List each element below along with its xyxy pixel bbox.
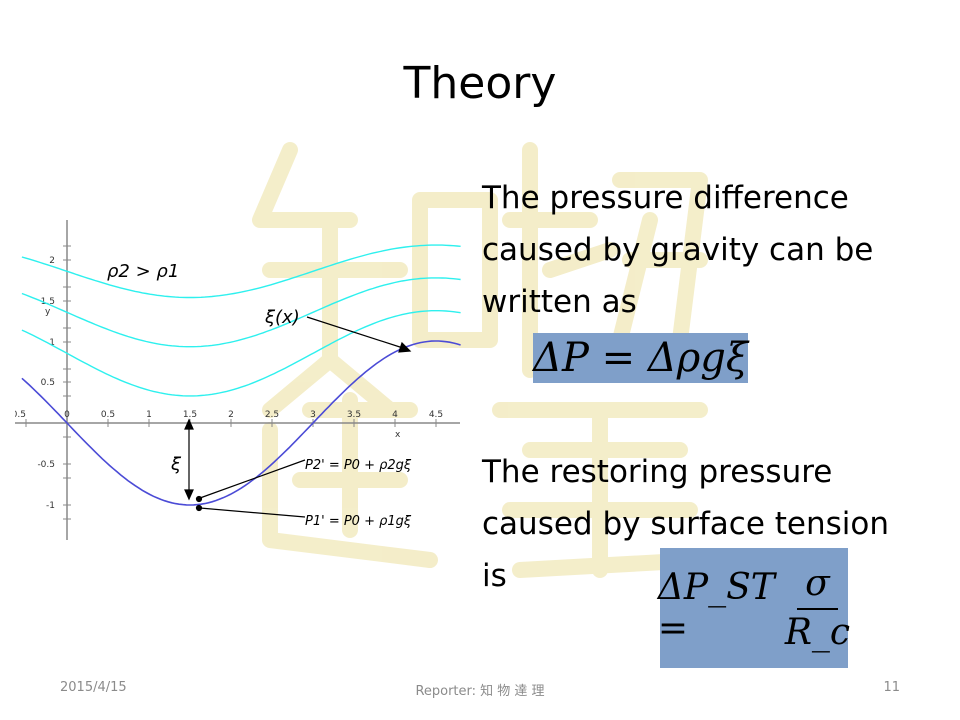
y-tick-label: -1: [46, 501, 55, 511]
density-relation: ρ2 > ρ1: [107, 261, 179, 282]
y-axis-label: y: [45, 307, 51, 317]
y-tick-label: 2: [49, 256, 55, 266]
arrow-head-interface: [398, 341, 412, 353]
x-axis-label: x: [395, 430, 401, 440]
streamline-curve: [21, 310, 461, 397]
x-tick-label: 4: [392, 410, 398, 420]
slide-title: Theory: [403, 58, 557, 109]
x-tick-label: 0.5: [101, 410, 115, 420]
equation-surface-tension: ΔP_ST = σ R_c: [657, 548, 850, 668]
streamline-curve: [21, 244, 461, 299]
footer-page-number: 11: [883, 680, 900, 695]
arrow-head-down: [184, 489, 194, 501]
y-tick-label: 1.5: [41, 297, 55, 307]
y-tick-label: 1: [49, 338, 55, 348]
streamline-curve: [21, 277, 461, 348]
arrow-head-up: [184, 418, 194, 430]
paragraph-gravity: The pressure difference caused by gravit…: [482, 180, 874, 320]
x-tick-label: 4.5: [429, 410, 443, 420]
y-tick-label: 0.5: [41, 378, 55, 388]
x-tick-label: 3.5: [347, 410, 361, 420]
footer-date: 2015/4/15: [60, 680, 127, 695]
displacement-label: ξ: [170, 454, 182, 475]
x-tick-label: 0.5: [15, 410, 26, 420]
point-p2: [195, 495, 203, 503]
equation-lhs: ΔP_ST =: [657, 567, 775, 649]
axis-ticks: [25, 245, 437, 520]
paragraph-surface-tension: The restoring pressure caused by surface…: [482, 454, 889, 594]
pressure-label-p2: P2' = P0 + ρ2gξ: [305, 458, 412, 473]
x-tick-label: 2.5: [265, 410, 279, 420]
x-tick-label: 0: [64, 410, 70, 420]
x-tick-label: 1: [146, 410, 152, 420]
wave-diagram: y x 2 1.5 1 0.5 -0.5 -1 0.5 0 0.5 1 1.5 …: [15, 220, 461, 540]
equation-fraction: σ R_c: [785, 563, 850, 653]
x-tick-label: 2: [228, 410, 234, 420]
equation-gravity: ΔP = Δρgξ: [533, 333, 748, 383]
interface-curve: [21, 340, 461, 506]
interface-label: ξ(x): [264, 307, 300, 328]
equation-denominator: R_c: [784, 612, 851, 653]
x-tick-label: 3: [310, 410, 316, 420]
footer-reporter: Reporter: 知 物 達 理: [415, 684, 545, 699]
x-tick-label: 1.5: [183, 410, 197, 420]
pointer-line-p2: [199, 459, 306, 499]
y-tick-label: -0.5: [37, 460, 55, 470]
pressure-label-p1: P1' = P0 + ρ1gξ: [305, 514, 412, 529]
pointer-line-interface: [306, 316, 404, 349]
pointer-line-p1: [199, 507, 306, 518]
point-p1: [195, 504, 203, 512]
equation-numerator: σ: [797, 563, 838, 610]
